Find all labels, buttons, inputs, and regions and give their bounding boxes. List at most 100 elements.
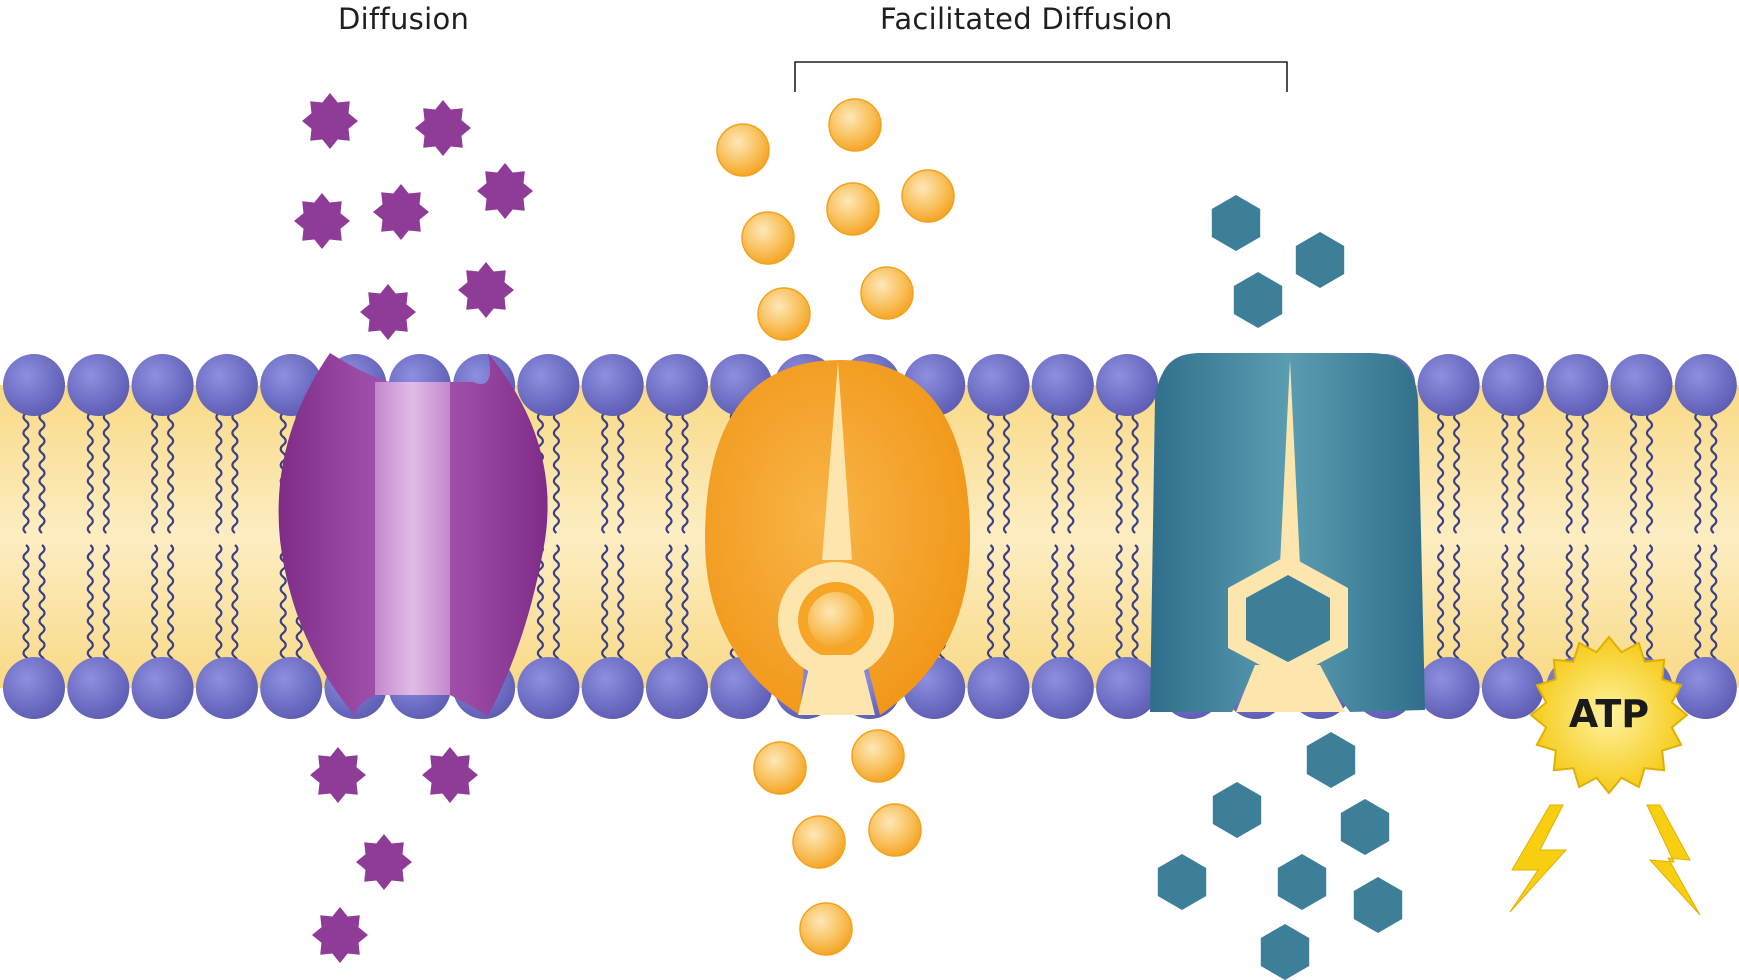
lipid-tail	[86, 544, 94, 666]
star-particle-icon	[356, 834, 412, 890]
lipid-tail	[1002, 544, 1011, 666]
lipid-tail	[1501, 544, 1509, 666]
lipid-tail	[681, 544, 689, 666]
lipid-tail	[1437, 404, 1445, 534]
star-particle-icon	[360, 284, 416, 340]
lipid-tail	[22, 544, 30, 666]
lipid-tail	[86, 404, 94, 534]
lipid-tail	[1453, 544, 1461, 666]
atp-label: ATP	[1569, 692, 1649, 736]
lipid-tail	[1067, 404, 1075, 534]
lipid-tail	[167, 544, 175, 666]
star-particle-icon	[373, 184, 429, 240]
lipid-tail	[215, 544, 223, 666]
star-particle-icon	[302, 93, 358, 149]
phospholipid-head	[1417, 657, 1480, 719]
facilitated-diffusion-label: Facilitated Diffusion	[880, 2, 1173, 36]
hexagon-particle-icon	[1212, 782, 1262, 838]
phospholipid-head	[1031, 657, 1094, 719]
lipid-tail	[601, 404, 609, 534]
phospholipid-head	[1096, 657, 1159, 719]
phospholipid-head	[131, 354, 194, 416]
hexagon-particle-icon	[1277, 854, 1327, 910]
phospholipid-head	[3, 354, 65, 416]
lipid-tail	[1581, 404, 1589, 534]
phospholipid-head	[1674, 354, 1737, 416]
lipid-tail	[1517, 404, 1525, 534]
lipid-tail	[102, 544, 110, 666]
star-particle-icon	[477, 163, 533, 219]
particles	[294, 93, 1403, 980]
star-particle-icon	[458, 262, 514, 318]
lipid-tail	[1453, 404, 1461, 534]
sphere-particle-icon	[716, 123, 770, 177]
hexagon-particle-icon	[1211, 195, 1261, 251]
sphere-particle-icon	[792, 815, 846, 869]
phospholipid-head	[646, 354, 708, 416]
lipid-tail	[1629, 404, 1638, 534]
lipid-tail	[1002, 404, 1011, 534]
lipid-tail	[601, 544, 609, 666]
lightning-bolt-icon-right	[1646, 804, 1701, 916]
sphere-particle-icon	[753, 741, 807, 795]
lipid-tail	[167, 404, 175, 534]
sphere-particle-icon	[757, 287, 811, 341]
lipid-tail	[986, 544, 995, 666]
star-particle-icon	[294, 193, 350, 249]
star-particle-icon	[310, 747, 366, 803]
lipid-tail	[1051, 404, 1059, 534]
phospholipid-head	[195, 657, 258, 719]
star-particle-icon	[415, 100, 471, 156]
lipid-tail	[1581, 544, 1589, 666]
hexagon-particle-icon	[1306, 732, 1356, 788]
lipid-tail	[665, 404, 673, 534]
lipid-tail	[1115, 544, 1123, 666]
sphere-particle-icon	[828, 98, 882, 152]
lipid-tail	[1517, 544, 1525, 666]
star-particle-icon	[312, 907, 368, 963]
phospholipid-head	[260, 657, 323, 719]
lipid-tail	[151, 544, 159, 666]
phospholipid-head	[131, 657, 194, 719]
lipid-tail	[1645, 544, 1654, 666]
lipid-tail	[151, 404, 159, 534]
lipid-tail	[1694, 404, 1702, 534]
lipid-tail	[22, 404, 30, 534]
phospholipid-head	[967, 657, 1030, 719]
lipid-tail	[1131, 544, 1139, 666]
lipid-tail	[231, 544, 239, 666]
lipid-tail	[1565, 544, 1573, 666]
lipid-tail	[665, 544, 673, 666]
phospholipid-head	[581, 657, 644, 719]
phospholipid-head	[67, 657, 130, 719]
sphere-particle-icon	[901, 169, 955, 223]
lightning-bolt-icon-left	[1509, 804, 1568, 913]
phospholipid-head	[1096, 354, 1159, 416]
lipid-tail	[215, 404, 223, 534]
lipid-tail	[38, 544, 46, 666]
sphere-particle-icon	[868, 803, 922, 857]
hexagon-particle-icon	[1295, 232, 1345, 288]
lipid-tail	[536, 544, 544, 666]
sphere-particle-icon	[741, 211, 795, 265]
phospholipid-head	[67, 354, 130, 416]
sphere-particle-icon	[808, 592, 864, 648]
phospholipid-head	[581, 354, 644, 416]
lipid-tail	[1694, 544, 1702, 666]
lipid-tail	[986, 404, 995, 534]
lipid-tail	[1501, 404, 1509, 534]
phospholipid-head	[1546, 354, 1609, 416]
sphere-particle-icon	[799, 902, 853, 956]
hexagon-particle-icon	[1353, 877, 1403, 933]
phospholipid-head	[1481, 657, 1544, 719]
phospholipid-head	[3, 657, 65, 719]
phospholipid-head	[195, 354, 258, 416]
phospholipid-head	[517, 354, 580, 416]
lipid-tail	[1437, 544, 1445, 666]
phospholipid-head	[1674, 657, 1737, 719]
lipid-tail	[1645, 404, 1654, 534]
hexagon-particle-icon	[1260, 924, 1310, 980]
hexagon-particle-icon	[1233, 272, 1283, 328]
sphere-particle-icon	[851, 729, 905, 783]
